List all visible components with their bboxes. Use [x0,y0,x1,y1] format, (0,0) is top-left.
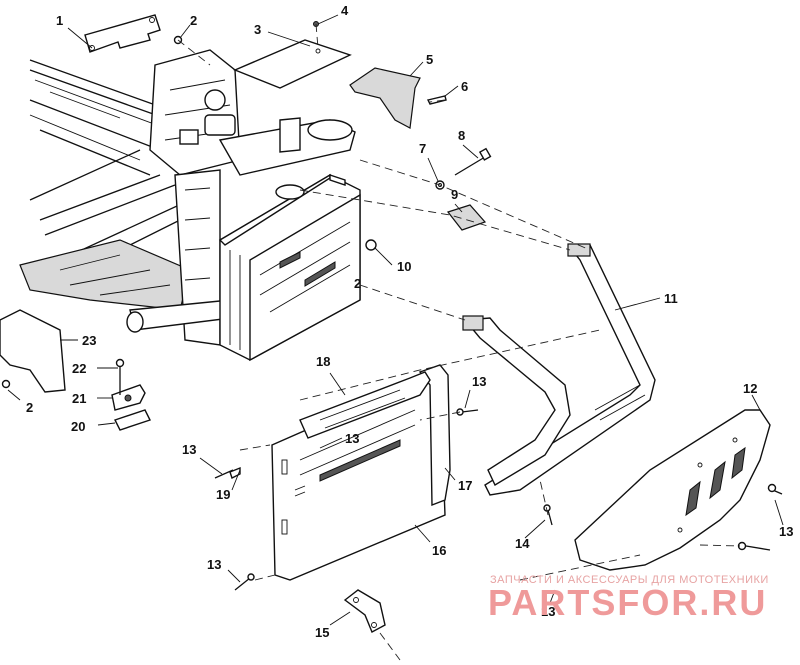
watermark-tagline: ЗАПЧАСТИ И АКСЕССУАРЫ ДЛЯ МОТОТЕХНИКИ [490,574,769,586]
callout-17: 17 [458,478,472,493]
watermark-brand: PARTSFOR.RU [488,582,767,623]
assembly-lines [177,23,741,661]
fasteners [214,408,783,591]
watermark: ЗАПЧАСТИ И АКСЕССУАРЫ ДЛЯ МОТОТЕХНИКИ PA… [488,574,769,623]
part-23-shield [0,309,66,393]
part-8-bolt [454,147,492,176]
part-5-bracket [349,67,421,129]
callout-11: 11 [664,291,678,306]
part-2-screw-lower [1,379,11,389]
part-9-spacer [446,204,487,231]
part-20-clip [114,409,151,431]
callout-7: 7 [419,141,426,156]
part-6-rivet [426,95,447,105]
part-19-rivet [229,466,241,479]
callout-14: 14 [515,536,530,551]
callout-5: 5 [426,52,433,67]
callout-2-left: 2 [26,400,33,415]
callout-labels: 1 2 3 4 5 6 7 8 9 10 2 11 12 23 22 21 2 … [26,3,793,640]
leader-lines [7,14,784,626]
callout-12: 12 [743,381,757,396]
part-10-nut [365,239,377,251]
callout-13-c: 13 [182,442,196,457]
callout-1: 1 [56,13,63,28]
snowmobile-frame [19,49,356,346]
callout-15: 15 [315,625,329,640]
callout-3: 3 [254,22,261,37]
callout-13-e: 13 [541,604,555,619]
part-18-top-bracket [299,371,431,439]
callout-23: 23 [82,333,96,348]
callout-2-mid: 2 [354,276,361,291]
callout-16: 16 [432,543,446,558]
callout-13-b: 13 [345,431,359,446]
part-11-bumper [462,243,656,496]
callout-9: 9 [451,187,458,202]
callout-22: 22 [72,361,86,376]
callout-4: 4 [341,3,349,18]
part-15-bracket [343,589,386,633]
callout-21: 21 [72,391,86,406]
callout-8: 8 [458,128,465,143]
callout-13-f: 13 [779,524,793,539]
callout-10: 10 [397,259,411,274]
callout-2-top: 2 [190,13,197,28]
callout-13-a: 13 [472,374,486,389]
part-17-side-bracket [418,364,451,507]
callout-6: 6 [461,79,468,94]
callout-13-d: 13 [207,557,221,572]
callout-19: 19 [216,487,230,502]
part-1-plate [84,14,161,53]
callout-20: 20 [71,419,85,434]
part-22-screw [115,358,125,395]
callout-18: 18 [316,354,330,369]
part-12-skid-plate [574,409,771,571]
part-3-pad [233,39,352,89]
radiator-block [218,173,361,362]
